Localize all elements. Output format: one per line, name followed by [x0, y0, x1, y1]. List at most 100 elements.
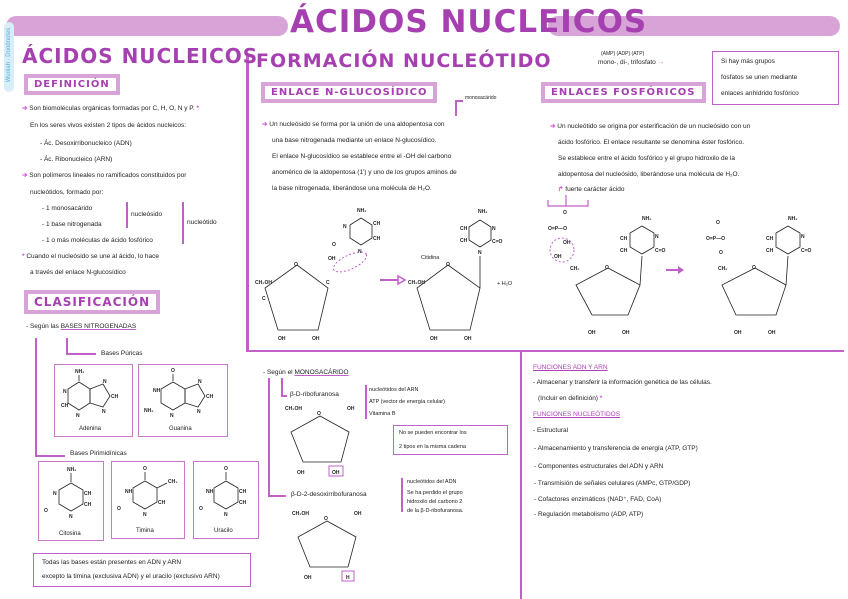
svg-text:CH₂OH: CH₂OH	[408, 280, 425, 286]
enlace-n-line-4: anomérico de la aldopentosa (1') y uno d…	[272, 169, 457, 176]
svg-text:NH: NH	[125, 489, 133, 495]
def-extra-2: a través del enlace N-glucosídico	[30, 269, 126, 276]
svg-text:O: O	[143, 466, 147, 472]
svg-text:O: O	[446, 262, 450, 268]
def-line-2: En los seres vivos existen 2 tipos de ác…	[30, 122, 187, 129]
svg-text:N: N	[143, 512, 147, 518]
svg-text:OH: OH	[354, 511, 362, 517]
svg-text:CH₂: CH₂	[570, 266, 579, 272]
ribo-note-3: Vitamina B	[369, 411, 396, 417]
svg-text:CH: CH	[84, 502, 92, 508]
funciones-adn-arn-line-1: - Almacenar y transferir la información …	[533, 379, 712, 386]
svg-text:O: O	[752, 265, 756, 271]
svg-text:CH₂OH: CH₂OH	[292, 511, 309, 517]
svg-text:OH: OH	[622, 330, 630, 336]
fosforico-line-4: aldopentosa del nucleósido, liberándose …	[558, 171, 740, 178]
svg-text:O: O	[224, 466, 228, 472]
pirimidinas-label: Bases Pirimidínicas	[70, 450, 127, 457]
ribo-brace	[365, 385, 367, 419]
svg-text:N: N	[69, 514, 73, 520]
svg-text:O: O	[719, 250, 723, 256]
svg-text:OH: OH	[430, 336, 438, 342]
svg-text:NH₂: NH₂	[478, 209, 487, 215]
svg-text:OH: OH	[304, 575, 312, 581]
svg-text:CH: CH	[460, 238, 468, 244]
svg-text:C=O: C=O	[801, 248, 812, 254]
citosina-label: Citosina	[59, 531, 81, 537]
svg-text:O: O	[44, 508, 48, 514]
bases-note-line-1: Todas las bases están presentes en ADN y…	[42, 559, 182, 566]
anhidrido-note-1: Si hay más grupos	[721, 58, 775, 65]
svg-text:OH: OH	[588, 330, 596, 336]
func-nuc-6: - Regulación metabolismo (ADP, ATP)	[534, 511, 644, 518]
svg-text:O: O	[324, 516, 328, 522]
deoxy-note-2: Se ha perdido el grupo	[407, 490, 463, 496]
enlaces-fosforicos-label: ENLACES FOSFÓRICOS	[541, 82, 706, 103]
svg-text:N: N	[478, 250, 482, 256]
svg-text:N: N	[198, 379, 202, 385]
deoxy-label: β-D-2-desoxirribofuranosa	[291, 491, 367, 498]
mono-tree-ribo-v	[281, 378, 283, 396]
svg-text:NH: NH	[206, 489, 214, 495]
adenina-label: Adenina	[79, 426, 102, 432]
svg-text:CH: CH	[239, 489, 247, 495]
func-nuc-2: - Almacenamiento y transferencia de ener…	[534, 445, 698, 452]
svg-text:O: O	[317, 411, 321, 417]
monosacarido-intro: - Según el MONOSACÁRIDO	[263, 369, 349, 376]
brace-nucleotido-label: nucleótido	[187, 219, 217, 226]
svg-text:CH: CH	[766, 248, 774, 254]
svg-text:C: C	[326, 280, 330, 286]
svg-text:NH₂: NH₂	[642, 216, 651, 222]
funciones-adn-arn-title: FUNCIONES ADN Y ARN	[533, 364, 608, 371]
brace-nucleosido	[126, 202, 128, 228]
page-title: ÁCIDOS NUCLEICOS	[290, 4, 648, 40]
svg-text:N: N	[76, 413, 80, 419]
funciones-nucleotidos-title: FUNCIONES NUCLEÓTIDOS	[533, 411, 621, 418]
def-line-6: nucleótidos, formado por:	[30, 189, 104, 196]
svg-text:OH: OH	[312, 336, 320, 342]
column-divider-bottom	[520, 352, 522, 599]
svg-text:O=P—O: O=P—O	[548, 226, 567, 232]
fosforico-line-2: ácido fosfórico. El enlace resultante se…	[558, 139, 745, 146]
svg-text:CH₂: CH₂	[718, 266, 727, 272]
svg-text:NH₂: NH₂	[75, 369, 84, 375]
func-nuc-5: - Cofactores enzimáticos (NAD⁺, FAD, CoA…	[534, 496, 662, 503]
ribo-note-2: ATP (vector de energía celular)	[369, 399, 445, 405]
svg-text:OH: OH	[563, 240, 571, 246]
funciones-adn-arn-line-2: (Incluir en definición) *	[538, 395, 603, 402]
anhidrido-note-2: fosfatos se unen mediante	[721, 74, 798, 81]
clasificacion-intro: - Según las BASES NITROGENADAS	[26, 323, 137, 330]
svg-text:CH₂OH: CH₂OH	[255, 280, 272, 286]
definicion-label: DEFINICIÓN	[24, 74, 120, 95]
func-nuc-1: - Estructural	[533, 427, 569, 434]
svg-text:CH: CH	[111, 394, 119, 400]
enlace-n-label: ENLACE N-GLUCOSÍDICO	[261, 82, 438, 103]
svg-text:N: N	[343, 224, 347, 230]
citidina-label: Citidina	[421, 255, 440, 261]
svg-text:C=O: C=O	[655, 248, 666, 254]
svg-text:N: N	[197, 409, 201, 415]
svg-text:NH₂: NH₂	[144, 408, 153, 414]
svg-text:N: N	[655, 234, 659, 240]
def-line-1: ➔ Son biomoléculas orgánicas formadas po…	[22, 105, 199, 112]
watermark: Wuolah · Doodnotes	[4, 22, 14, 92]
mono-tree-main	[268, 378, 270, 496]
svg-text:N: N	[53, 491, 57, 497]
fosforico-line-3: Se establece entre el ácido fosfórico y …	[558, 155, 736, 162]
anhidrido-note-box: Si hay más grupos fosfatos se unen media…	[712, 51, 839, 105]
svg-text:N: N	[492, 226, 496, 232]
component-1: - 1 monosacárido	[42, 205, 93, 212]
anhidrido-note-3: enlaces anhídrido fosfórico	[721, 90, 799, 97]
tree-line-main	[35, 338, 37, 456]
svg-text:O: O	[332, 242, 336, 248]
deoxy-brace	[401, 478, 403, 512]
svg-text:O: O	[171, 368, 175, 374]
def-line-3: - Ác. Desoxirribonucleico (ADN)	[40, 140, 132, 147]
monosacarido-pointer-h	[455, 100, 463, 102]
